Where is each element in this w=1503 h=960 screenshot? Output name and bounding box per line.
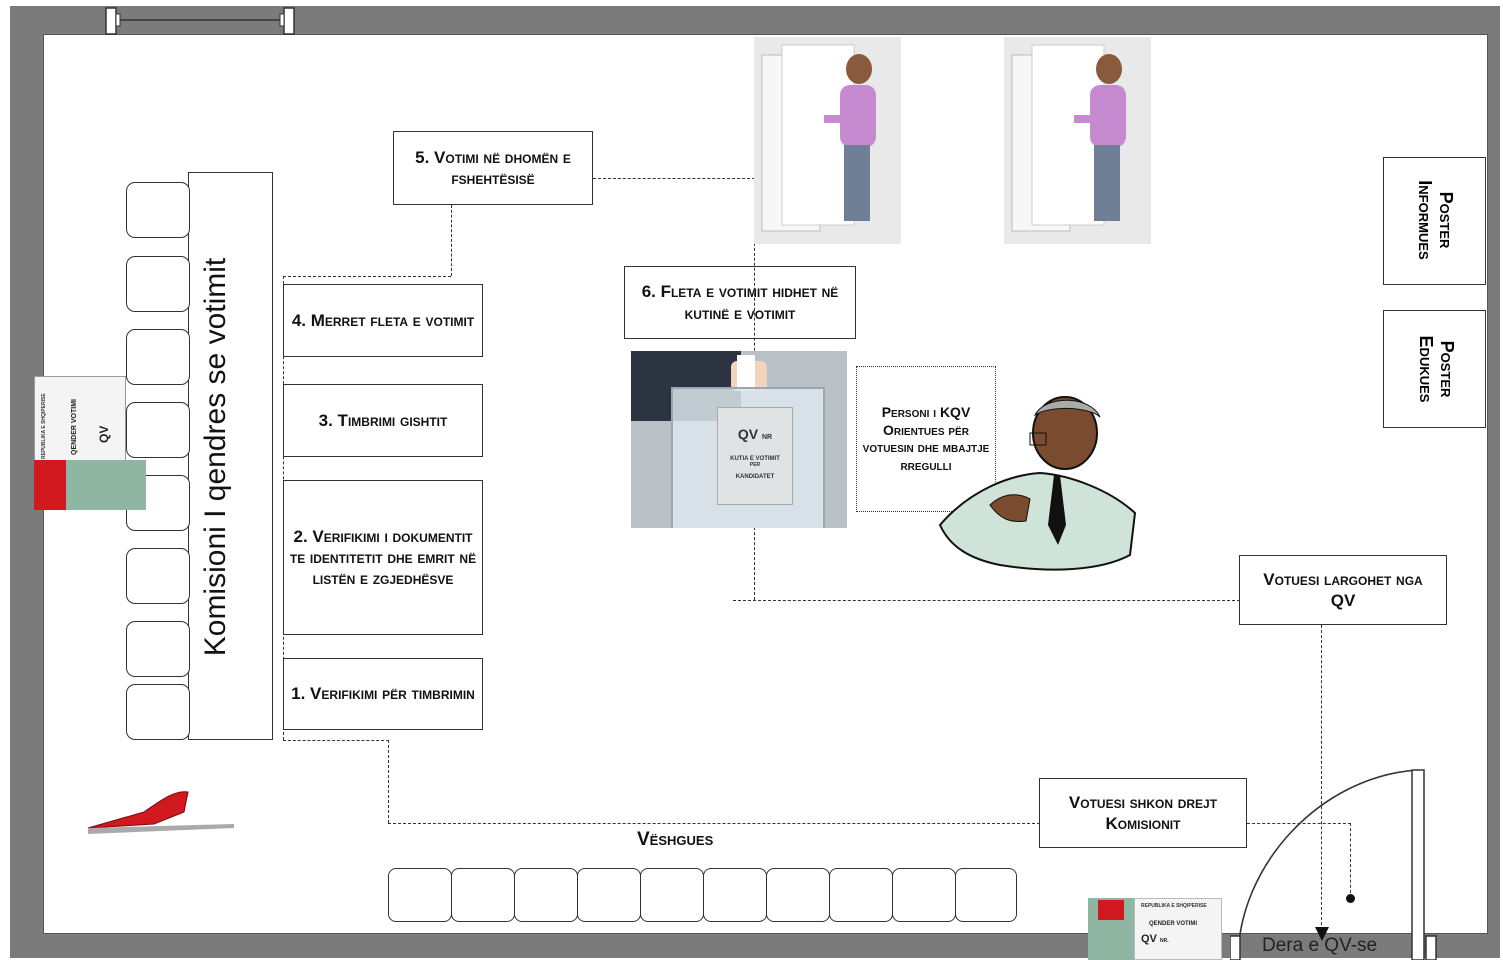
poster-edukues-text: Poster Edukues [1416, 335, 1457, 403]
door-label: Dera e QV-se [1262, 935, 1378, 956]
path-line [283, 276, 451, 277]
path-line [1350, 823, 1351, 898]
voter-goes-text: Votuesi shkon drejt Komisionit [1068, 792, 1218, 833]
poster-informues-text: Poster Informues [1415, 180, 1456, 260]
voter-leaves-box: Votuesi largohet nga QV [1239, 555, 1447, 625]
sign2-center-text: QENDER VOTIMI [1149, 921, 1198, 927]
path-end-dot [1346, 894, 1355, 903]
path-line [1321, 625, 1322, 930]
commission-seat [126, 684, 190, 740]
observer-seat [451, 868, 515, 922]
voter-goes-box: Votuesi shkon drejt Komisionit [1039, 778, 1247, 848]
ballot-box-photo: QV NR KUTIA E VOTIMIT PER KANDIDATET [631, 351, 847, 528]
voting-center-sign-left: REPUBLIKA E SHQIPERISE QENDER VOTIMI QV [34, 376, 146, 510]
step-2-box: 2. Verifikimi i dokumentit te identiteti… [283, 480, 483, 635]
person-label-box: Personi i KQV Orientues për votuesin dhe… [856, 366, 996, 512]
ballot-qv-text: QV [737, 426, 759, 442]
voting-booth-1 [754, 37, 901, 244]
step-5-text: 5. Votimi në dhomën e fshehtësisë [415, 147, 571, 188]
commission-table [188, 172, 273, 740]
sign2-qv-text: QV [1141, 933, 1157, 945]
observer-seat [955, 868, 1017, 922]
step-2-text: 2. Verifikimi i dokumentit te identiteti… [289, 526, 477, 589]
voter-leaves-text: Votuesi largohet nga QV [1263, 569, 1423, 610]
observers-label: Vëshgues [637, 829, 714, 850]
sign2-republic-text: REPUBLIKA E SHQIPERISE [1141, 903, 1207, 909]
step-5-box: 5. Votimi në dhomën e fshehtësisë [393, 131, 593, 205]
sign-republic-text: REPUBLIKA E SHQIPERISE [41, 393, 47, 459]
person-label-text: Personi i KQV Orientues për votuesin dhe… [862, 404, 990, 473]
sign-qv-text: QV [97, 425, 111, 443]
poster-edukues: Poster Edukues [1383, 310, 1486, 428]
path-line [283, 740, 389, 741]
ballot-box-text3: KANDIDATET [735, 474, 775, 480]
observer-seat [640, 868, 704, 922]
step-1-text: 1. Verifikimi për timbrimin [291, 684, 475, 704]
commission-label: Komisioni I qendres se votimit [199, 257, 232, 657]
step-4-box: 4. Merret fleta e votimit [283, 284, 483, 357]
path-line [283, 276, 284, 740]
ballot-box-text1: KUTIA E VOTIMIT [730, 456, 780, 462]
path-line [733, 600, 1240, 601]
stamp-pad-icon [87, 791, 234, 834]
voting-booth-2 [1004, 37, 1151, 244]
path-line [451, 205, 452, 276]
commission-seat [126, 256, 190, 312]
observer-seat [766, 868, 830, 922]
arrow-down-icon [1315, 927, 1329, 941]
door-icon [1230, 769, 1437, 960]
observer-seat [388, 868, 452, 922]
orienting-person-illustration [938, 396, 1137, 571]
commission-seat [126, 621, 190, 677]
commission-seat [126, 182, 190, 238]
voting-center-sign-bottom: REPUBLIKA E SHQIPERISE QENDER VOTIMI QV … [1088, 898, 1222, 960]
flag [34, 460, 66, 510]
window-icon [105, 7, 295, 35]
observer-seat [514, 868, 578, 922]
step-6-text: 6. Fleta e votimit hidhet në kutinë e vo… [641, 282, 839, 323]
step-3-text: 3. Timbrimi gishtit [318, 410, 448, 430]
commission-seat [126, 548, 190, 604]
observer-seat [577, 868, 641, 922]
commission-seat [126, 402, 190, 458]
step-6-box: 6. Fleta e votimit hidhet në kutinë e vo… [624, 266, 856, 339]
ballot-nr-text: NR [762, 434, 773, 441]
observer-seat [829, 868, 893, 922]
step-3-box: 3. Timbrimi gishtit [283, 384, 483, 457]
sign-center-text: QENDER VOTIMI [71, 398, 78, 455]
path-line [388, 740, 389, 823]
observer-seat [703, 868, 767, 922]
path-line [593, 178, 755, 179]
sign2-nr-text: NR. [1159, 938, 1169, 944]
path-line [388, 823, 1040, 824]
commission-seat [126, 329, 190, 385]
step-1-box: 1. Verifikimi për timbrimin [283, 658, 483, 730]
poster-informues: Poster Informues [1383, 157, 1486, 285]
step-4-text: 4. Merret fleta e votimit [291, 310, 475, 330]
ballot-box-text2: PER [749, 462, 761, 468]
observer-seat [892, 868, 956, 922]
